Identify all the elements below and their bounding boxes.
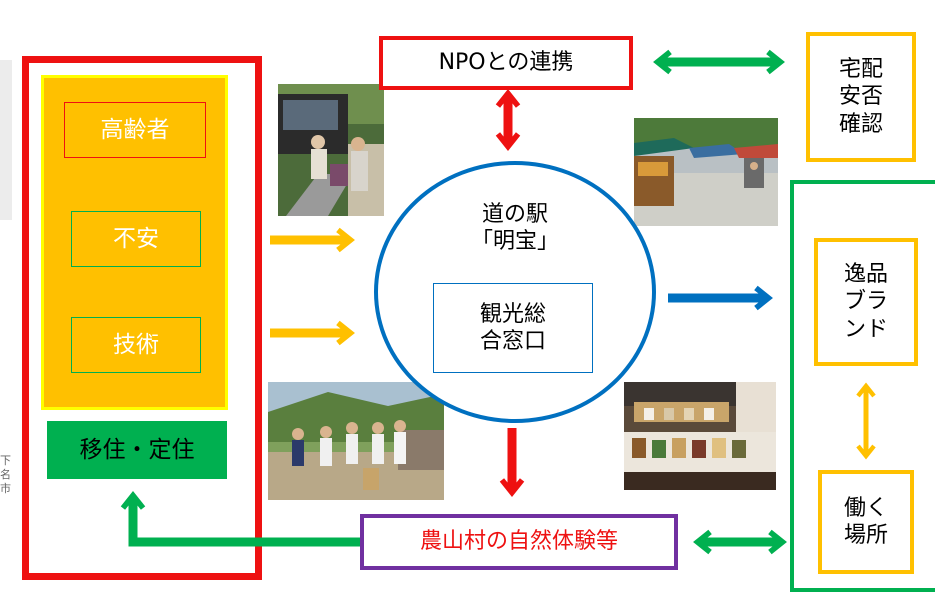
delivery-line1: 宅配 — [838, 56, 883, 82]
delivery-box: 宅配 安否 確認 — [806, 32, 916, 162]
skills-box: 技術 — [71, 317, 201, 373]
skills-label: 技術 — [113, 331, 159, 358]
npo-box: NPOとの連携 — [379, 36, 633, 90]
left-group-frame — [22, 56, 262, 580]
photo-wheelchair-van — [278, 84, 384, 216]
edge-text-fragment: 市 — [0, 482, 11, 495]
station-title: 道の駅 「明宝」 — [440, 196, 590, 260]
station-line2: 「明宝」 — [470, 229, 559, 254]
brand-line1: 逸品 — [843, 261, 888, 287]
migration-box: 移住・定住 — [47, 421, 227, 479]
tourism-line1: 観光総 — [479, 301, 546, 327]
left-edge-strip — [0, 60, 12, 220]
anxiety-label: 不安 — [113, 225, 159, 252]
work-line2: 場所 — [843, 523, 888, 548]
edge-text-fragment: 名 — [0, 468, 11, 481]
brand-line2: ブラ — [843, 289, 888, 315]
brand-line3: ンド — [843, 316, 888, 342]
tourism-line2: 合窓口 — [479, 329, 546, 354]
experience-label: 農山村の自然体験等 — [419, 529, 618, 555]
anxiety-box: 不安 — [71, 211, 201, 267]
migration-label: 移住・定住 — [79, 436, 195, 463]
station-line1: 道の駅 — [481, 201, 548, 227]
elderly-label: 高齢者 — [100, 116, 170, 143]
tourism-box: 観光総 合窓口 — [433, 283, 593, 373]
photo-shop-display — [624, 382, 776, 490]
photo-wood-splitting — [268, 382, 444, 500]
experience-box: 農山村の自然体験等 — [360, 514, 678, 570]
edge-text-fragment: 下 — [0, 454, 11, 467]
brand-box: 逸品 ブラ ンド — [814, 238, 918, 366]
elderly-box: 高齢者 — [64, 102, 206, 158]
delivery-line2: 安否 — [838, 84, 883, 110]
delivery-line3: 確認 — [838, 111, 883, 137]
work-line1: 働く — [843, 495, 888, 521]
npo-label: NPOとの連携 — [438, 50, 574, 76]
right-group-frame — [790, 180, 935, 592]
work-box: 働く 場所 — [818, 470, 914, 574]
photo-market — [634, 118, 778, 226]
